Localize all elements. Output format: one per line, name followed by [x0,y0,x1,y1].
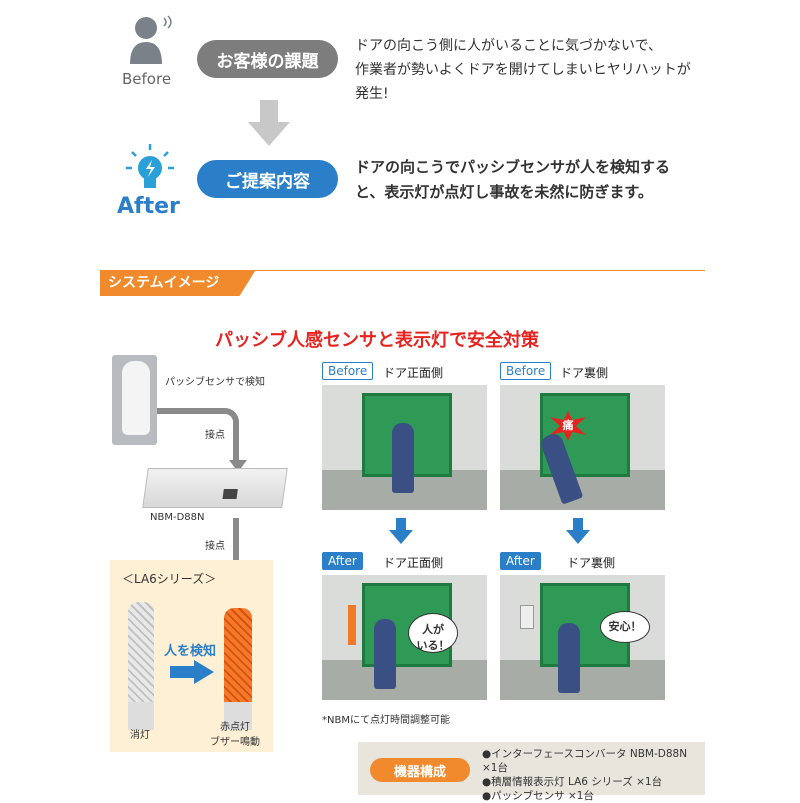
right-arrow-icon [170,660,214,688]
arrow-stem [396,518,406,530]
proposal-text-line: と、表示灯が点灯し事故を未然に防ぎます。 [355,183,653,201]
equipment-item: ●インターフェースコンバータ NBM-D88N ×1台 [482,748,688,774]
passive-sensor-image [112,355,157,445]
tower-light-on [224,608,252,702]
panel-caption: ドア裏側 [560,366,609,380]
panel-tag: Before [322,362,374,380]
contact-label-2: 接点 [205,541,225,552]
proposal-text-line: ドアの向こうでパッシブセンサが人を検知する [355,158,671,176]
contact-label-1: 接点 [205,430,225,441]
arrow-stem [573,518,583,530]
tower-light-on [348,605,356,645]
device-label: NBM-D88N [150,512,205,523]
equipment-pill: 機器構成 [370,758,470,782]
issue-text-line: 作業者が勢いよくドアを開けてしまいヒヤリハットが [355,62,691,78]
section-header: システムイメージ [100,271,255,296]
connection-line [233,518,239,596]
proposal-pill: ご提案内容 [197,160,338,198]
on-label-line: ブザー鳴動 [210,737,260,748]
speech-bubble: 安心！ [600,611,650,643]
equipment-item: ●積層情報表示灯 LA6 シリーズ ×1台 [482,776,663,788]
issue-text-line: ドアの向こう側に人がいることに気づかないで、 [355,38,663,54]
proposal-text: ドアの向こうでパッシブセンサが人を検知する と、表示灯が点灯し事故を未然に防ぎま… [355,155,670,205]
down-arrow-icon [248,100,290,152]
on-label-line: 赤点灯 [220,722,250,733]
panel-tag: After [500,552,541,570]
off-label: 消灯 [130,730,150,741]
issue-text-line: 発生! [355,86,389,102]
panel-caption: ドア正面側 [383,556,444,570]
section-title: システムイメージ [108,275,220,291]
issue-text: ドアの向こう側に人がいることに気づかないで、 作業者が勢いよくドアを開けてしまい… [355,34,691,106]
lightbulb-icon [122,142,178,194]
section-rule [100,270,705,271]
sensor-image [520,605,534,629]
series-label: ＜LA6シリーズ＞ [122,572,217,586]
tower-light-off [128,602,154,702]
panel-caption: ドア裏側 [567,556,616,570]
panel-tag: After [322,552,363,570]
equipment-item: ●パッシブセンサ ×1台 [482,790,594,802]
after-label: After [117,194,180,219]
down-arrow-icon [389,530,413,544]
main-title: パッシブ人感センサと表示灯で安全対策 [215,330,539,351]
footnote: *NBMにて点灯時間調整可能 [322,715,450,726]
scene-before-back: 痛 [500,385,665,510]
la6-series-box: ＜LA6シリーズ＞ 人を検知 消灯 赤点灯 ブザー鳴動 [110,560,273,752]
speech-bubble: 人が いる！ [408,613,458,653]
issue-pill: お客様の課題 [197,40,338,78]
worried-person-icon [128,14,172,64]
down-arrow-icon [566,530,590,544]
panel-caption: ドア正面側 [383,366,444,380]
scene-after-back: 安心！ [500,575,665,700]
connection-line [157,408,239,464]
equipment-box: 機器構成 ●インターフェースコンバータ NBM-D88N ×1台 ●積層情報表示… [358,742,705,802]
scene-before-front [322,385,487,510]
tower-base [128,702,154,730]
detect-label: 人を検知 [164,644,217,659]
on-label: 赤点灯 ブザー鳴動 [210,718,260,748]
converter-device-image [142,468,288,508]
before-label: Before [122,70,172,88]
scene-after-front: 人が いる！ [322,575,487,700]
panel-tag: Before [500,362,552,380]
tower-base [224,702,252,730]
equipment-list: ●インターフェースコンバータ NBM-D88N ×1台 ●積層情報表示灯 LA6… [482,747,705,803]
sensor-label: パッシブセンサで検知 [165,377,265,388]
